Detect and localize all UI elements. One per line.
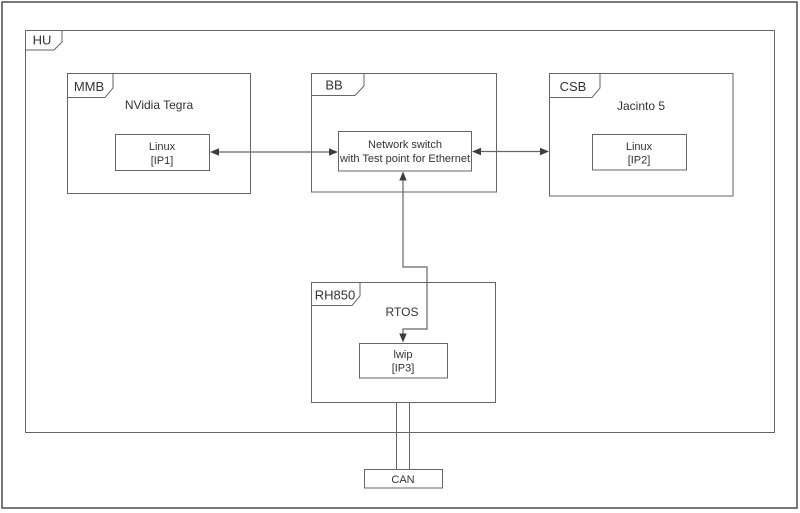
linux-ip2-node <box>592 134 687 171</box>
hu-frame-tab <box>25 30 63 51</box>
lwip-label-line1: lwip <box>394 349 413 361</box>
rh850-platform-label: RTOS <box>386 305 419 319</box>
connector-switch-csb <box>472 147 549 156</box>
frame-mmb: MMB NVidia Tegra Linux [IP1] <box>67 73 251 194</box>
lwip-label-line2: [IP3] <box>392 363 415 375</box>
mmb-frame-label: MMB <box>74 79 104 94</box>
linux-ip1-label-line1: Linux <box>149 141 176 153</box>
network-switch-node <box>338 131 472 172</box>
can-group: CAN <box>364 469 443 489</box>
frame-bb: BB Network switch with Test point for Et… <box>311 73 497 193</box>
arrowhead-into-switch-right <box>472 147 481 156</box>
network-switch-label-line1: Network switch <box>368 139 442 151</box>
connector-switch-lwip <box>399 171 428 343</box>
csb-platform-label: Jacinto 5 <box>617 99 665 113</box>
mmb-frame-tab <box>67 73 114 98</box>
linux-ip1-node <box>115 134 210 171</box>
connector-switch-lwip-line <box>402 180 428 334</box>
linux-ip2-label-line2: [IP2] <box>628 155 651 167</box>
rh850-frame-label: RH850 <box>315 288 355 303</box>
csb-frame-tab <box>549 73 601 98</box>
frame-rh850: RH850 RTOS lwip [IP3] <box>311 282 496 403</box>
can-label: CAN <box>391 474 414 486</box>
csb-frame-label: CSB <box>560 79 587 94</box>
arrowhead-into-lwip <box>399 333 407 343</box>
linux-ip1-label-line2: [IP1] <box>151 155 174 167</box>
mmb-platform-label: NVidia Tegra <box>125 98 194 112</box>
arrowhead-into-switch-left <box>329 148 338 156</box>
arrowhead-into-switch-bottom <box>399 171 407 181</box>
hu-frame-label: HU <box>33 33 52 48</box>
connector-linux-ip1-switch <box>210 148 338 156</box>
arrowhead-into-csb <box>540 147 549 156</box>
arrowhead-into-linux-ip1 <box>210 148 219 156</box>
linux-ip2-label-line1: Linux <box>626 141 653 153</box>
frame-csb: CSB Jacinto 5 Linux [IP2] <box>549 73 734 197</box>
bb-frame-label: BB <box>325 78 342 93</box>
rh850-frame-tab <box>311 282 361 306</box>
network-switch-label-line2: with Test point for Ethernet <box>339 153 470 165</box>
bb-frame-tab <box>311 73 365 96</box>
can-node <box>364 469 443 489</box>
lwip-node <box>359 343 448 379</box>
